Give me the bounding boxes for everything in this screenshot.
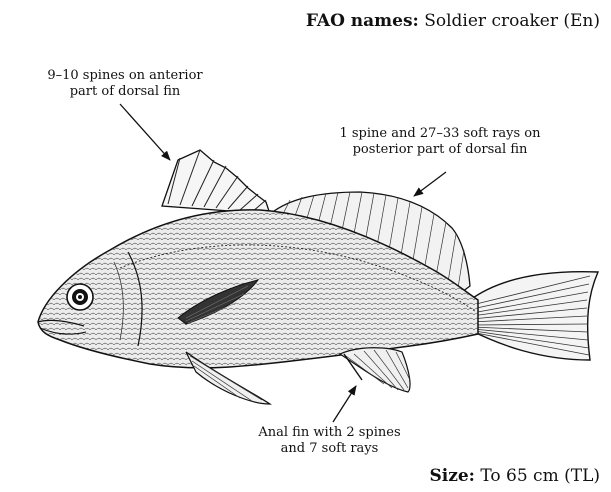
arrow-dorsal-anterior — [120, 104, 170, 160]
size: Size: To 65 cm (TL) — [429, 466, 600, 486]
caudal-fin — [470, 272, 598, 360]
anal-fin — [340, 348, 410, 392]
arrow-anal-fin — [333, 386, 356, 422]
size-value: To 65 cm (TL) — [480, 466, 600, 486]
size-label: Size: — [429, 466, 474, 486]
spiny-dorsal-fin — [162, 150, 270, 214]
arrow-dorsal-posterior — [414, 172, 446, 196]
